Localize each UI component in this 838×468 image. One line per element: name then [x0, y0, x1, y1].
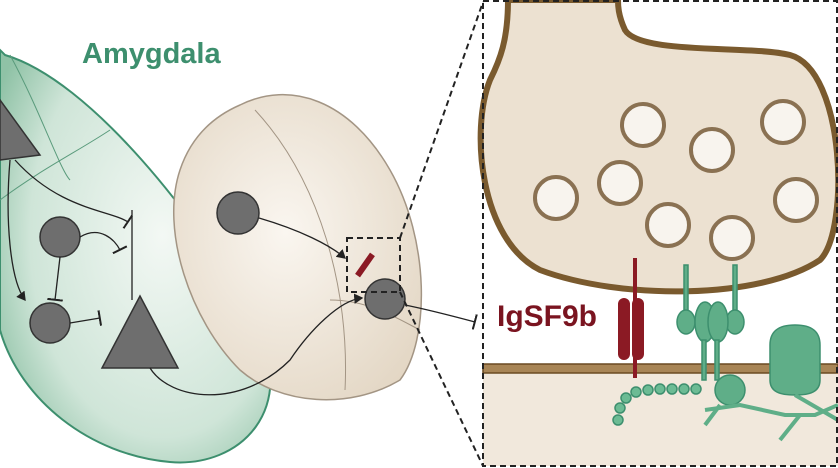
interneuron-icon: [29, 302, 71, 344]
pyramidal-neuron-icon: [0, 98, 42, 161]
scaffold-protein-icon: [714, 374, 746, 406]
vesicle-icon: [760, 99, 806, 145]
cortex-region: [173, 93, 423, 401]
interneuron-icon: [39, 216, 81, 258]
igsf9b-protein-icon: [618, 298, 630, 360]
vesicle-icon: [773, 177, 819, 223]
target-neuron-icon: [364, 278, 406, 320]
amygdala-label: Amygdala: [82, 38, 221, 70]
zoom-source-box: [346, 237, 401, 293]
vesicle-icon: [645, 202, 691, 248]
pyramidal-neuron-icon: [100, 294, 180, 369]
presynaptic-terminal: [477, 0, 838, 295]
igsf9b-label: IgSF9b: [497, 300, 598, 333]
vesicle-icon: [533, 175, 579, 221]
synapse-marker: [355, 252, 375, 278]
vesicle-icon: [597, 160, 643, 206]
gaba-receptor-icon: [769, 324, 821, 396]
zoom-panel-border: [482, 0, 838, 467]
amygdala-region: [0, 48, 272, 464]
vesicle-icon: [620, 102, 666, 148]
synapse-zoom-panel: [477, 0, 838, 467]
vesicle-icon: [709, 215, 755, 261]
cortical-neuron-icon: [216, 191, 260, 235]
vesicle-icon: [689, 127, 735, 173]
vesicles: [533, 99, 819, 261]
